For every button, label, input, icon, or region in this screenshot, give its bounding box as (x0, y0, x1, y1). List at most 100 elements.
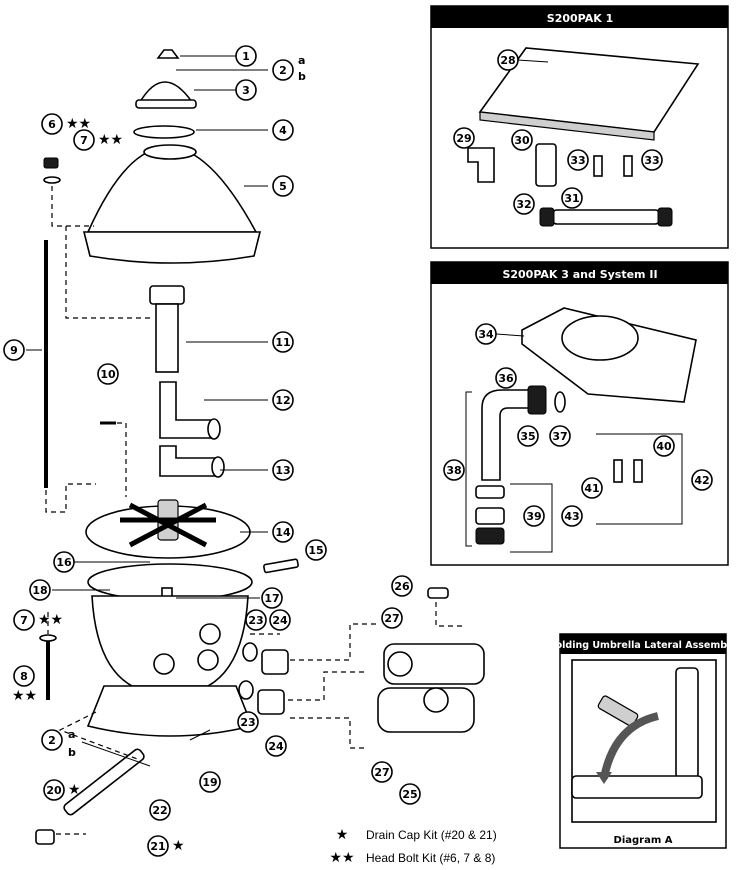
callout-2b: 2 (41, 729, 63, 751)
svg-text:11: 11 (275, 336, 290, 349)
callout-14: 14 (272, 521, 294, 543)
callout-8: 8 (13, 665, 35, 687)
callout-30: 30 (511, 129, 533, 151)
callout-22: 22 (149, 799, 171, 821)
svg-text:2: 2 (48, 734, 56, 747)
svg-text:12: 12 (275, 394, 290, 407)
part-callouts: 1 2 3 4 5 6 7 9 11 10 12 13 14 15 16 17 … (3, 45, 713, 857)
svg-text:24: 24 (268, 740, 284, 753)
svg-text:22: 22 (152, 804, 167, 817)
svg-text:20: 20 (46, 784, 62, 797)
svg-text:27: 27 (374, 766, 389, 779)
svg-text:15: 15 (308, 544, 323, 557)
callout-18: 18 (29, 579, 51, 601)
svg-text:6: 6 (48, 118, 56, 131)
callout-5: 5 (272, 175, 294, 197)
callout-3: 3 (235, 79, 257, 101)
callout-2a: 2 (272, 59, 294, 81)
callout-35: 35 (517, 425, 539, 447)
svg-text:3: 3 (242, 84, 250, 97)
callout-7a: 7 (73, 129, 95, 151)
svg-text:2: 2 (279, 64, 287, 77)
svg-text:27: 27 (384, 612, 399, 625)
svg-text:19: 19 (202, 776, 217, 789)
callout-26: 26 (391, 575, 413, 597)
callout-15: 15 (305, 539, 327, 561)
svg-text:5: 5 (279, 180, 287, 193)
legend-head-bolt-text: Head Bolt Kit (#6, 7 & 8) (366, 851, 495, 865)
sub-letters: a b a b (68, 54, 306, 759)
filter-assembly-drawing (35, 49, 485, 845)
svg-text:25: 25 (402, 788, 417, 801)
panel-umbrella-title: Folding Umbrella Lateral Assembly (550, 640, 738, 651)
assembly-guide-lines (45, 186, 464, 835)
svg-text:b: b (298, 70, 306, 83)
callout-13: 13 (272, 459, 294, 481)
svg-text:1: 1 (242, 50, 250, 63)
svg-text:29: 29 (456, 132, 471, 145)
svg-text:4: 4 (279, 124, 287, 137)
svg-text:23: 23 (248, 614, 263, 627)
svg-text:a: a (68, 728, 75, 741)
svg-text:a: a (298, 54, 305, 67)
svg-text:13: 13 (275, 464, 290, 477)
callout-37: 37 (549, 425, 571, 447)
svg-text:37: 37 (552, 430, 567, 443)
callout-27b: 27 (371, 761, 393, 783)
svg-text:b: b (68, 746, 76, 759)
callout-27a: 27 (381, 607, 403, 629)
panel-s200pak1-title: S200PAK 1 (547, 12, 613, 25)
svg-text:43: 43 (564, 510, 579, 523)
kit-legend: ★ Drain Cap Kit (#20 & 21) ★★ Head Bolt … (329, 827, 496, 866)
svg-text:★★: ★★ (12, 688, 37, 704)
callout-10: 10 (97, 363, 119, 385)
svg-text:35: 35 (520, 430, 535, 443)
callout-9: 9 (3, 339, 25, 361)
callout-36: 36 (495, 367, 517, 389)
panel-s200pak1: S200PAK 1 (430, 5, 729, 249)
svg-text:33: 33 (570, 154, 585, 167)
callout-1: 1 (235, 45, 257, 67)
svg-text:31: 31 (564, 192, 579, 205)
svg-text:8: 8 (20, 670, 28, 683)
svg-text:33: 33 (644, 154, 659, 167)
callout-19: 19 (199, 771, 221, 793)
callout-40: 40 (653, 435, 675, 457)
svg-text:40: 40 (656, 440, 672, 453)
callout-29: 29 (453, 127, 475, 149)
callout-34: 34 (475, 323, 497, 345)
svg-text:7: 7 (20, 614, 28, 627)
callout-11: 11 (272, 331, 294, 353)
callout-6: 6 (41, 113, 63, 135)
svg-text:36: 36 (498, 372, 514, 385)
svg-text:★★: ★★ (66, 116, 91, 132)
svg-text:39: 39 (526, 510, 541, 523)
svg-text:★★: ★★ (38, 612, 63, 628)
svg-text:★: ★ (68, 782, 81, 798)
callout-21: 21 (147, 835, 169, 857)
svg-text:38: 38 (446, 464, 461, 477)
callout-23a: 23 (245, 609, 267, 631)
callout-32: 32 (513, 193, 535, 215)
kit-stars: ★★ ★★ ★★ ★★ ★ ★ (12, 116, 185, 854)
callout-25: 25 (399, 783, 421, 805)
callout-33b: 33 (641, 149, 663, 171)
callout-4: 4 (272, 119, 294, 141)
umbrella-caption: Diagram A (614, 835, 673, 846)
svg-text:7: 7 (80, 134, 88, 147)
svg-text:18: 18 (32, 584, 47, 597)
panel-s200pak3-title: S200PAK 3 and System II (502, 268, 657, 281)
callout-17: 17 (261, 587, 283, 609)
svg-text:34: 34 (478, 328, 494, 341)
svg-text:21: 21 (150, 840, 165, 853)
legend-head-bolt-stars: ★★ (329, 850, 354, 866)
callout-7b: 7 (13, 609, 35, 631)
callout-16: 16 (53, 551, 75, 573)
svg-text:★: ★ (172, 838, 185, 854)
svg-text:14: 14 (275, 526, 291, 539)
svg-text:26: 26 (394, 580, 410, 593)
svg-text:28: 28 (500, 54, 515, 67)
svg-text:★★: ★★ (98, 132, 123, 148)
callout-38: 38 (443, 459, 465, 481)
